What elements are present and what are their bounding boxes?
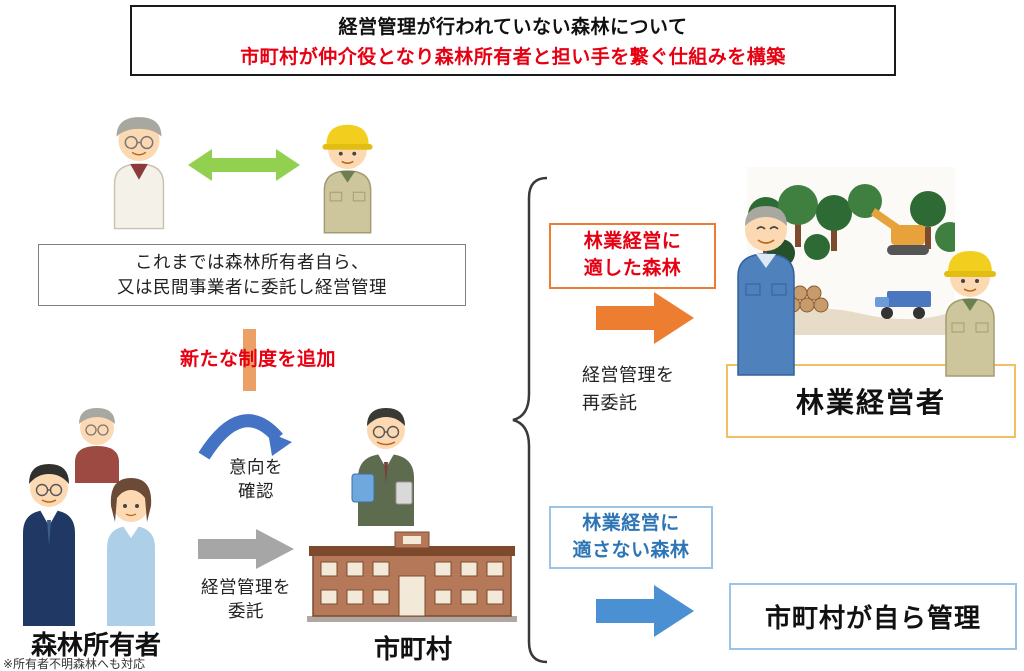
suitable-tag-line1: 林業経営に (583, 231, 682, 253)
forest-owners-label: 森林所有者 (30, 630, 161, 660)
young-forester-icon (944, 251, 996, 377)
unsuitable-tag-line1: 林業経営に (582, 512, 680, 534)
entrust-label: 経営管理を 委託 (190, 576, 302, 623)
intent-label-line2: 確認 (238, 480, 274, 501)
private-worker-icon (322, 124, 373, 234)
entrust-arrow-icon (198, 529, 294, 569)
forest-owners-note: ※所有者不明森林へも対応 (3, 657, 146, 671)
header-title-line1: 経営管理が行われていない森林について (338, 17, 688, 38)
brace-icon (512, 176, 548, 664)
reentrust-label-line1: 経営管理を (582, 365, 675, 385)
header-title-line2: 市町村が仲介役となり森林所有者と担い手を繋ぐ仕組みを構築 (240, 47, 786, 68)
mutual-arrow-icon (188, 149, 300, 181)
intent-arc-arrow-icon (198, 414, 292, 460)
reentrust-arrow-icon (596, 292, 694, 344)
entrust-label-line1: 経営管理を (201, 577, 291, 597)
before-line1: これまでは森林所有者自ら、 (135, 251, 369, 272)
suitable-tag-line2: 適した森林 (583, 258, 682, 279)
town-hall-icon (307, 531, 517, 622)
highlight-bar (243, 329, 256, 391)
self-manage-result-label: 市町村が自ら管理 (764, 603, 981, 633)
header-box: 経営管理が行われていない森林について 市町村が仲介役となり森林所有者と担い手を繋… (130, 5, 896, 76)
unsuitable-tag-line2: 適さない森林 (572, 539, 690, 561)
entrust-label-line2: 委託 (228, 600, 264, 621)
senior-forester-icon (737, 206, 795, 376)
elderly-owner-icon (113, 117, 165, 230)
reentrust-label-line2: 再委託 (582, 392, 638, 413)
self-manage-result-box: 市町村が自ら管理 (729, 583, 1017, 650)
municipal-officer-icon (351, 408, 414, 526)
municipality-label: 市町村 (373, 634, 452, 664)
intent-label: 意向を 確認 (206, 456, 306, 503)
before-line2: 又は民間事業者に委託し経営管理 (117, 277, 387, 297)
before-box: これまでは森林所有者自ら、 又は民間事業者に委託し経営管理 (38, 244, 466, 306)
intent-label-line1: 意向を (229, 457, 283, 477)
new-system-label: 新たな制度を追加 (179, 349, 336, 370)
forestry-operator-label: 林業経営者 (795, 387, 946, 418)
reentrust-label: 経営管理を 再委託 (582, 362, 722, 418)
suitable-forest-tag: 林業経営に 適した森林 (549, 223, 716, 289)
forest-owners-group-icon (23, 408, 155, 626)
self-manage-arrow-icon (596, 585, 694, 637)
unsuitable-forest-tag: 林業経営に 適さない森林 (549, 506, 713, 569)
